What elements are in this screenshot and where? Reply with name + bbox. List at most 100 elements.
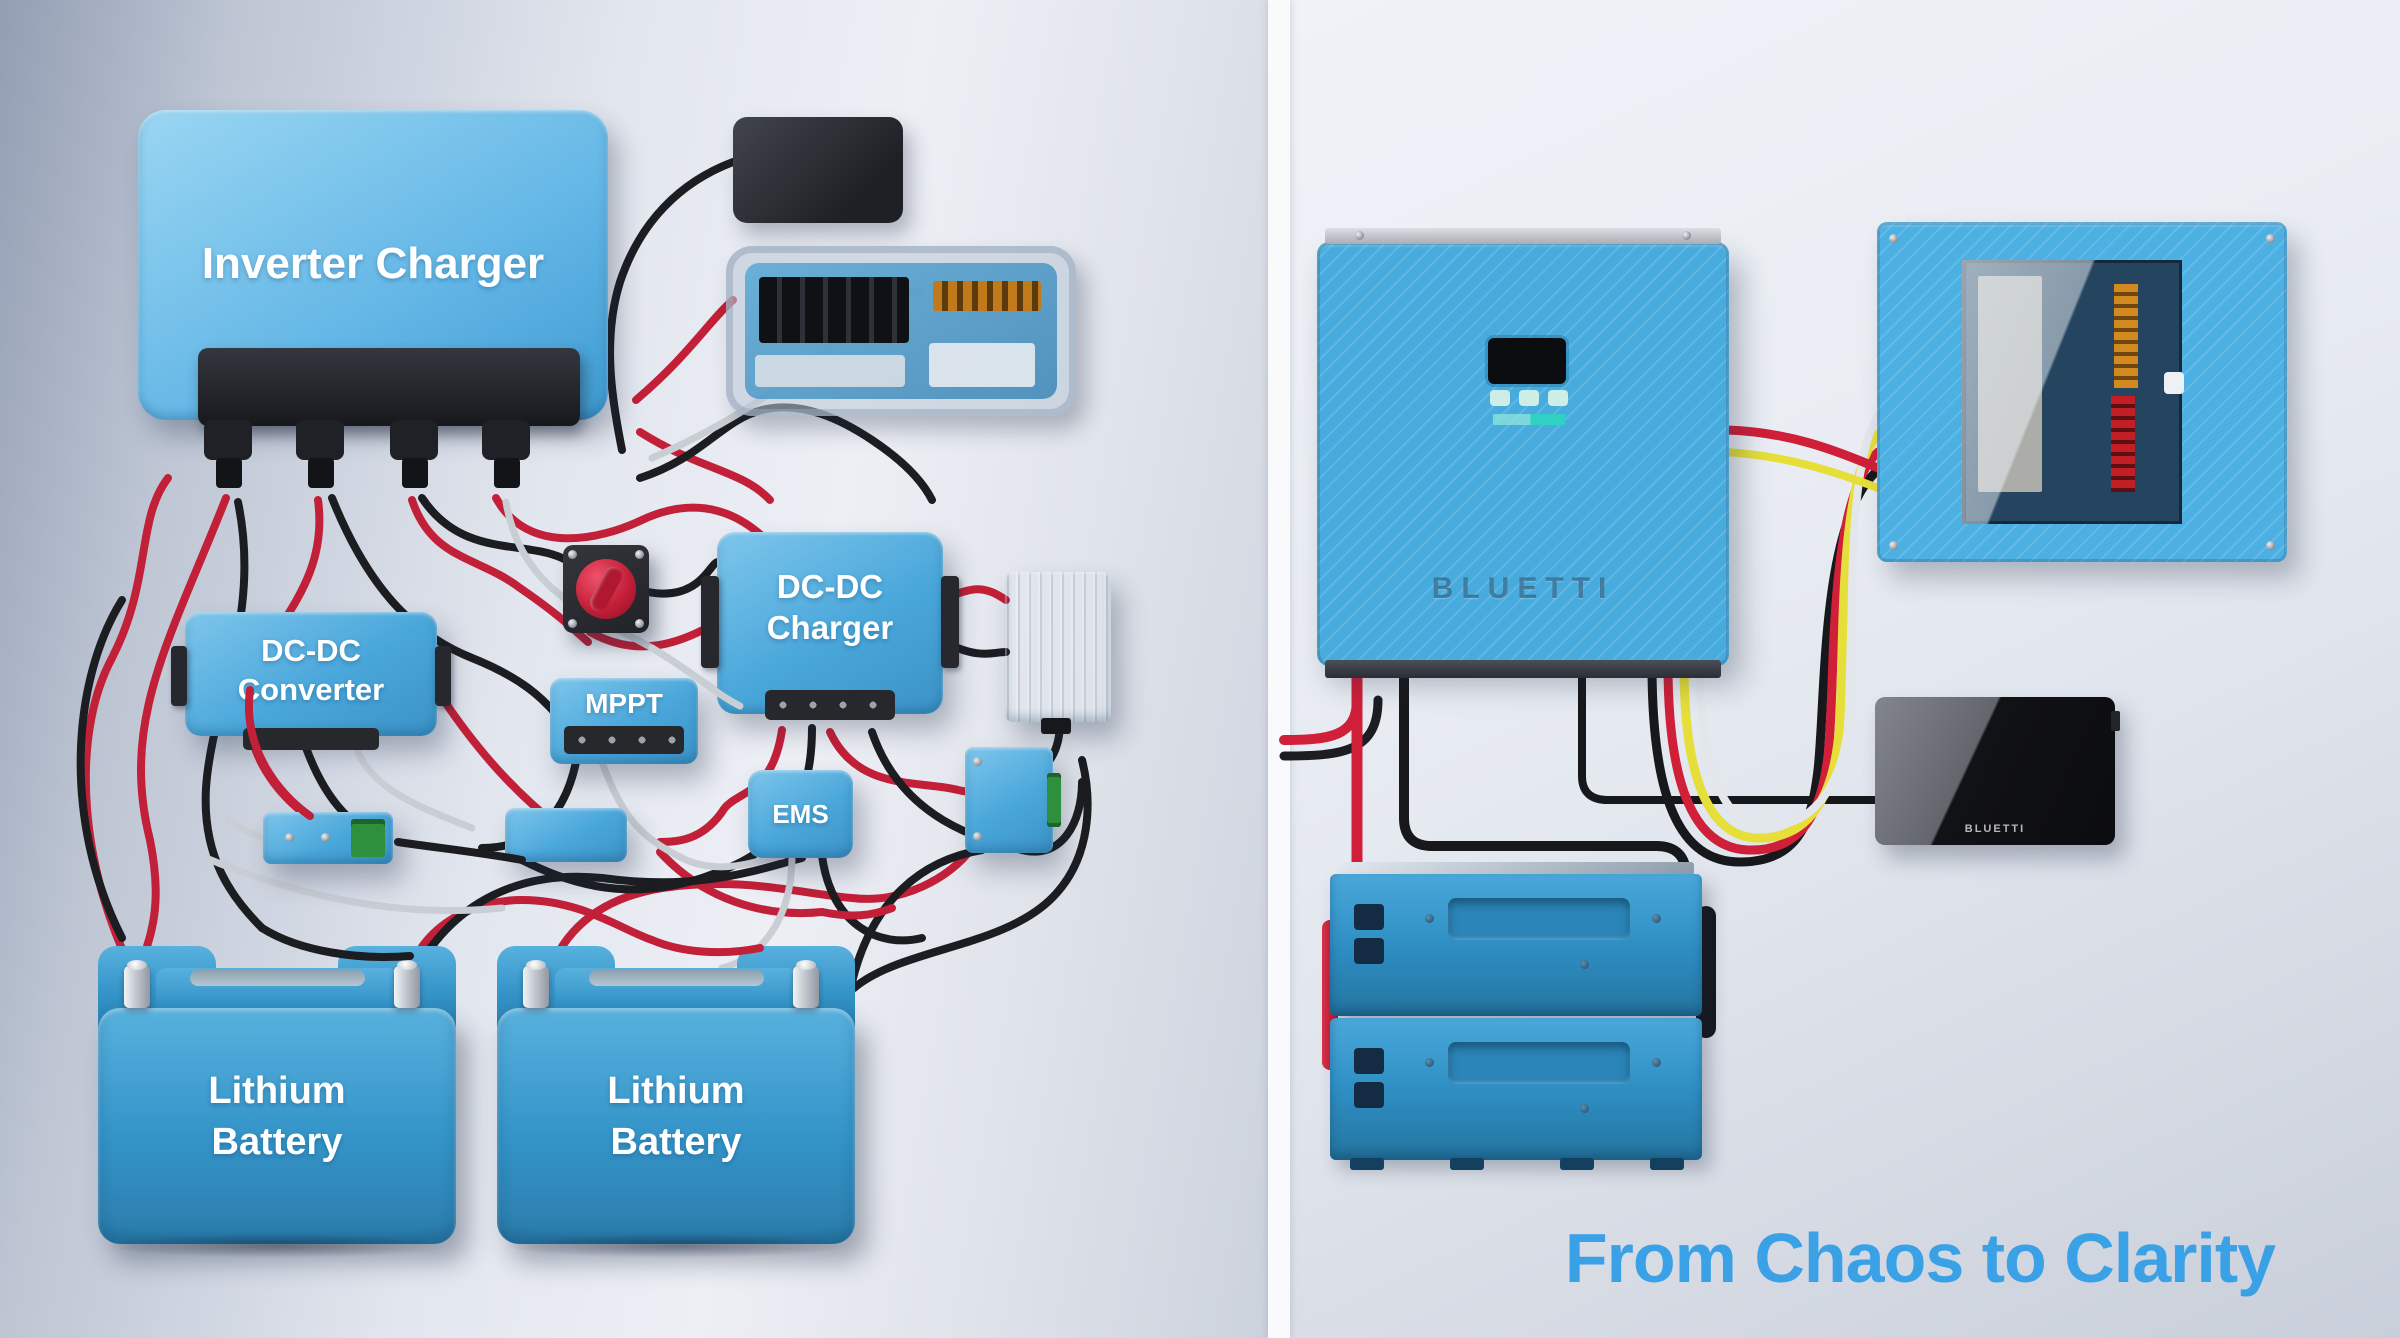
unit-button — [1490, 390, 1510, 406]
screw — [2266, 541, 2275, 550]
mppt-terminals — [564, 726, 684, 754]
battery-terminal — [124, 960, 150, 1008]
fuse-label-card — [929, 343, 1035, 387]
battery-terminal — [523, 960, 549, 1008]
module-foot — [1350, 1158, 1384, 1170]
bluetti-monitor-panel: BLUETTI — [1875, 697, 2120, 845]
monitor-side-button — [2111, 711, 2120, 731]
dc-dc-charger-label: DC-DC Charger — [766, 568, 894, 647]
screw — [1889, 234, 1898, 243]
converter-gland — [1041, 718, 1071, 734]
bus-bar-b — [505, 808, 627, 862]
inverter-charger-label: Inverter Charger — [201, 239, 545, 288]
screw — [568, 619, 577, 628]
battery-body: Lithium Battery — [497, 1008, 855, 1244]
screw — [321, 833, 330, 842]
battery-switch — [563, 545, 649, 633]
switch-lever — [586, 563, 626, 615]
bluetti-logo-embossed: BLUETTI — [1431, 572, 1615, 605]
module-handle-recess — [1448, 898, 1630, 940]
screw — [635, 619, 644, 628]
inverter-connector — [296, 420, 344, 460]
green-terminal-block — [1047, 773, 1061, 827]
unit-indicator-strip — [1493, 414, 1565, 425]
diy-fuse-box — [726, 246, 1076, 416]
screw — [1889, 541, 1898, 550]
battery-shadow — [104, 1234, 450, 1258]
mounting-bracket-top — [1325, 228, 1721, 244]
mppt-box: MPPT — [550, 678, 698, 764]
inverter-connector — [482, 420, 530, 460]
charger-terminals — [765, 690, 895, 720]
module-vent — [1354, 938, 1384, 964]
bluetti-fuse-panel — [1877, 222, 2287, 562]
green-terminal-block — [351, 819, 385, 857]
inverter-connector — [204, 420, 252, 460]
inverter-cable-gland — [494, 458, 520, 488]
screw — [1652, 1058, 1661, 1067]
fuse-panel-window — [1962, 260, 2184, 524]
unit-display-screen — [1488, 338, 1566, 384]
screw — [1580, 960, 1589, 969]
ems-box: EMS — [748, 770, 853, 858]
battery-handle-recess — [190, 970, 365, 986]
mounting-bracket-bottom — [1325, 660, 1721, 678]
screw — [1425, 1058, 1434, 1067]
screw — [1682, 231, 1691, 240]
unit-button — [1548, 390, 1568, 406]
inverter-charger-box: Inverter Charger — [138, 110, 608, 488]
screw — [973, 757, 982, 766]
battery-shadow — [503, 1234, 849, 1258]
screw — [285, 833, 294, 842]
mount-tab — [435, 646, 451, 706]
module-handle-recess — [1448, 1042, 1630, 1084]
screw — [2266, 234, 2275, 243]
screw — [1652, 914, 1661, 923]
battery-terminal — [394, 960, 420, 1008]
caption-title: From Chaos to Clarity — [1564, 1219, 2276, 1297]
monitor-brand-label: BLUETTI — [1964, 823, 2026, 836]
ems-label: EMS — [772, 799, 829, 829]
battery-body: Lithium Battery — [98, 1008, 456, 1244]
fuse-pin-header — [933, 281, 1041, 311]
inverter-cable-gland — [402, 458, 428, 488]
screw — [568, 550, 577, 559]
battery-module — [1330, 1018, 1702, 1160]
panel-divider — [1268, 0, 1290, 1338]
unit-button — [1519, 390, 1539, 406]
fuse-box-base — [745, 263, 1057, 399]
battery-terminal — [793, 960, 819, 1008]
screw — [1355, 231, 1364, 240]
screw — [635, 550, 644, 559]
inverter-connector — [390, 420, 438, 460]
battery-label: Lithium Battery — [607, 1070, 745, 1164]
switch-knob — [576, 559, 636, 619]
lithium-battery-1: Lithium Battery — [98, 938, 456, 1258]
module-foot — [1560, 1158, 1594, 1170]
fuse-block — [759, 277, 909, 343]
module-vent — [1354, 904, 1384, 930]
dc-dc-converter-box: DC-DC Converter — [171, 612, 451, 750]
fuse-label-strip — [755, 355, 905, 387]
mppt-label: MPPT — [585, 688, 663, 719]
module-vent — [1354, 1082, 1384, 1108]
io-module-box — [965, 747, 1061, 853]
mount-tab — [171, 646, 187, 706]
dc-dc-charger-box: DC-DC Charger — [701, 532, 959, 720]
module-vent — [1354, 1048, 1384, 1074]
module-foot — [1450, 1158, 1484, 1170]
mount-tab — [941, 576, 959, 668]
bus-bar-a — [263, 812, 393, 864]
screw — [1580, 1104, 1589, 1113]
finned-converter-box — [1005, 572, 1111, 734]
module-foot — [1650, 1158, 1684, 1170]
diy-monitor-box — [733, 117, 903, 223]
window-reflection — [1962, 260, 2182, 524]
converter-terminals — [243, 728, 379, 750]
inverter-cable-gland — [308, 458, 334, 488]
inverter-cable-gland — [216, 458, 242, 488]
dc-dc-converter-label: DC-DC Converter — [237, 633, 385, 707]
inverter-terminal-bar — [198, 348, 580, 426]
battery-label: Lithium Battery — [208, 1070, 346, 1164]
